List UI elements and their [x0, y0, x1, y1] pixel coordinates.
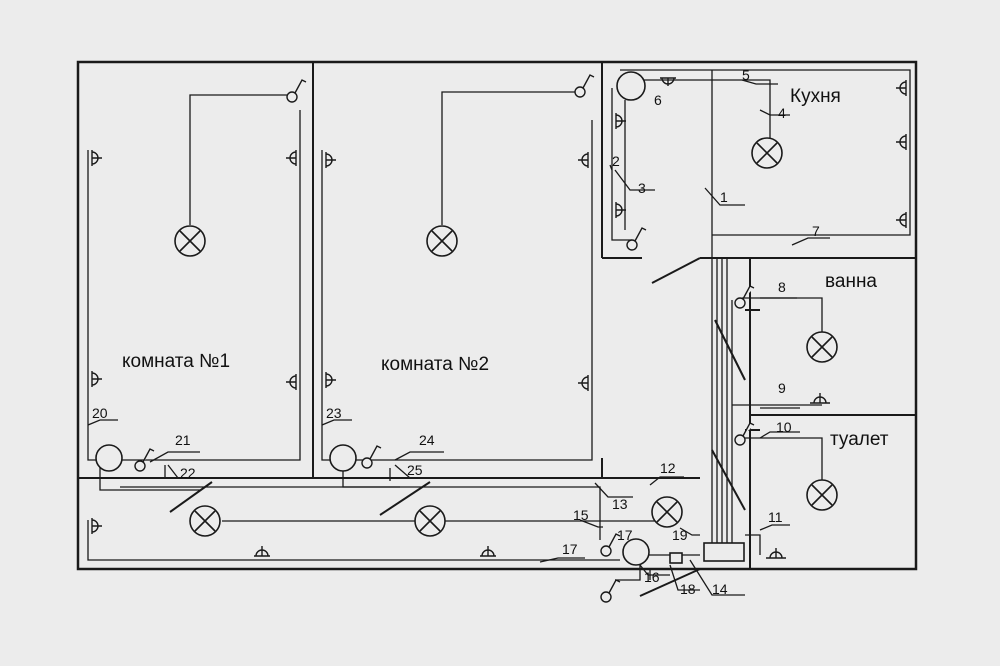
wire-label: 1 [720, 189, 728, 205]
socket-icon [615, 202, 626, 218]
wire-label: 10 [776, 419, 792, 435]
wire-label: 16 [644, 569, 660, 585]
room-label-kitchen: Кухня [790, 86, 841, 107]
room-label-room2: комната №2 [381, 354, 489, 375]
junction-box-icon [329, 444, 357, 472]
lamp-icon [189, 505, 221, 537]
socket-icon [286, 374, 297, 390]
socket-icon [896, 212, 907, 228]
socket-icon [325, 152, 336, 168]
wire-label: 6 [654, 92, 662, 108]
switch-icon [734, 422, 755, 446]
outer-wall [76, 60, 918, 571]
wire-label: 19 [672, 527, 688, 543]
socket-icon [896, 80, 907, 96]
room-label-toilet: туалет [830, 429, 889, 450]
wire-label: 17 [617, 527, 633, 543]
wire-label: 8 [778, 279, 786, 295]
socket-icon [578, 375, 589, 391]
socket-icon [325, 372, 336, 388]
junction-box-icon [622, 538, 650, 566]
junction-box-icon [95, 444, 123, 472]
lamp-icon [751, 137, 783, 169]
socket-icon [480, 546, 496, 557]
socket-icon [578, 152, 589, 168]
wire-label: 3 [638, 180, 646, 196]
switch-icon [286, 79, 307, 103]
wire-label: 20 [92, 405, 108, 421]
socket-icon [766, 548, 786, 559]
wire-label: 21 [175, 432, 191, 448]
switch-icon [734, 285, 755, 309]
junction-box-icon [616, 71, 646, 101]
wire-label: 22 [180, 465, 196, 481]
door [639, 568, 701, 597]
distribution-panel-icon [703, 542, 745, 562]
meter-icon [669, 552, 683, 564]
switch-icon [574, 74, 595, 98]
wire-label: 17 [562, 541, 578, 557]
socket-icon [896, 134, 907, 150]
wire-label: 9 [778, 380, 786, 396]
switch-icon [600, 579, 621, 603]
lamp-icon [651, 496, 683, 528]
lamp-icon [426, 225, 458, 257]
switch-icon [626, 227, 647, 251]
switch-icon [361, 445, 382, 469]
wire-label: 18 [680, 581, 696, 597]
lamp-icon [414, 505, 446, 537]
wire-label: 23 [326, 405, 342, 421]
wire-label: 7 [812, 223, 820, 239]
lamp-icon [174, 225, 206, 257]
door [714, 319, 746, 381]
door [651, 257, 701, 284]
wire-label: 12 [660, 460, 676, 476]
socket-icon [810, 393, 830, 404]
switch-icon [134, 448, 155, 472]
wire-label: 4 [778, 105, 786, 121]
socket-icon [286, 150, 297, 166]
socket-icon [254, 546, 270, 557]
socket-icon [91, 518, 102, 534]
wire-label: 15 [573, 507, 589, 523]
switch-icon [600, 533, 621, 557]
wire-label: 13 [612, 496, 628, 512]
socket-icon [91, 371, 102, 387]
room-label-room1: комната №1 [122, 351, 230, 372]
socket-icon [660, 77, 676, 86]
room-label-bath: ванна [825, 271, 877, 292]
wire-label: 5 [742, 67, 750, 83]
wire-label: 24 [419, 432, 435, 448]
wire-label: 25 [407, 462, 423, 478]
socket-icon [91, 150, 102, 166]
wire-label: 2 [612, 153, 620, 169]
lamp-icon [806, 331, 838, 363]
socket-icon [615, 113, 626, 129]
wire-label: 14 [712, 581, 728, 597]
wire-label: 11 [768, 509, 783, 525]
lamp-icon [806, 479, 838, 511]
